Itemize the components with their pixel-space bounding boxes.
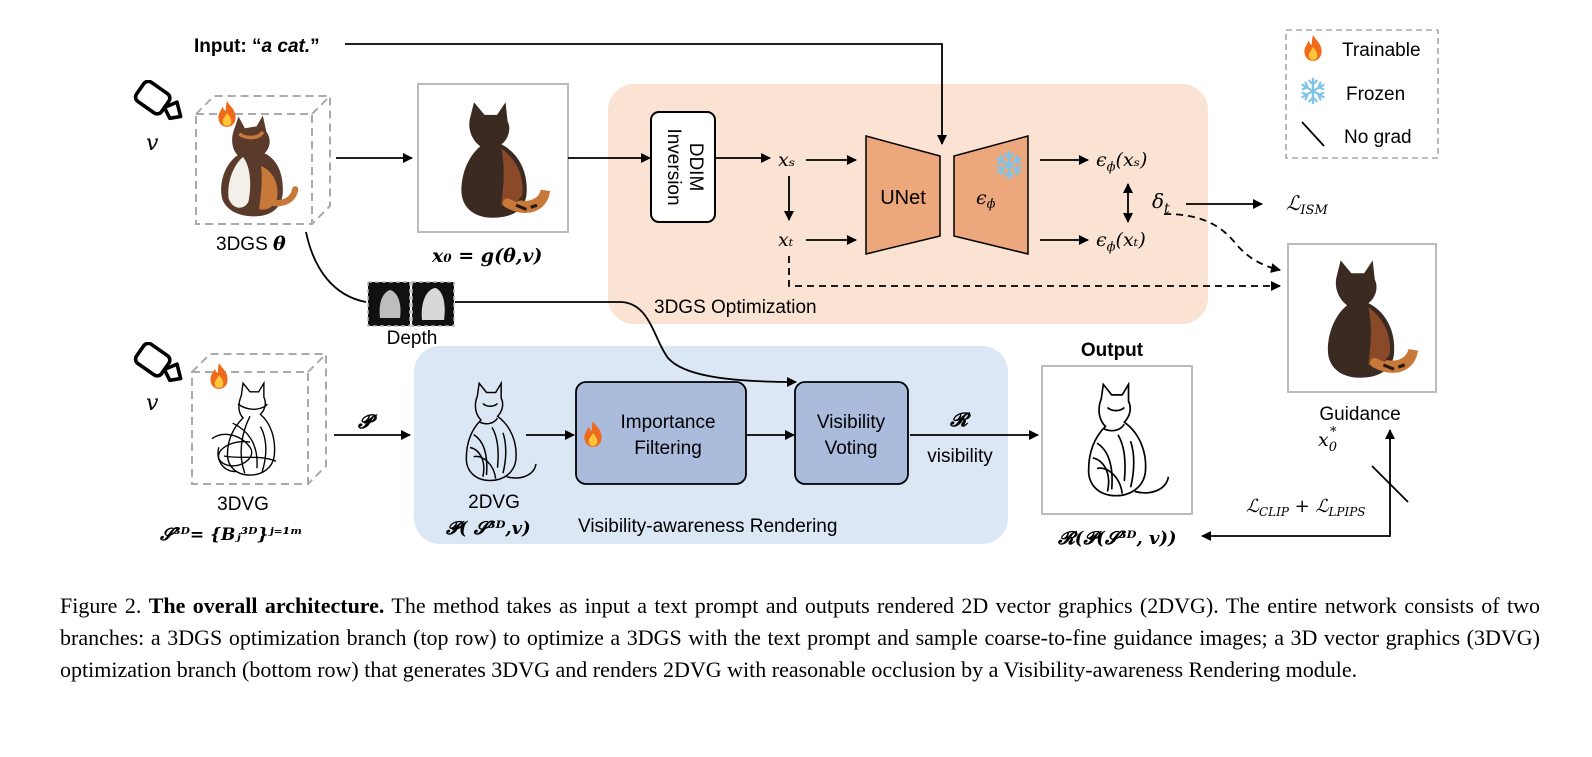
3dgs-trainable-flame-icon xyxy=(218,101,236,127)
guidance-label: Guidance xyxy=(1319,404,1400,425)
3dvg-trainable-flame-icon xyxy=(210,363,228,389)
input-arrow xyxy=(345,43,947,145)
eps-xt-label: ϵϕ(xₜ) xyxy=(1096,229,1146,255)
eps-xs-label: ϵϕ(xₛ) xyxy=(1096,149,1147,175)
input-prompt: Input: “a cat.” xyxy=(194,36,320,57)
delta-to-guidance-dashed-arrow xyxy=(1163,213,1281,273)
2dvg-label: 2DVG xyxy=(468,492,520,513)
eps-phi-label: ϵϕ xyxy=(976,187,996,212)
delta-t-label: δt xyxy=(1152,189,1170,217)
output-frame xyxy=(1041,365,1193,515)
visibility-line1: Visibility xyxy=(817,412,886,433)
importance-filtering-box xyxy=(575,381,747,485)
3dgs-optimization-title: 3DGS Optimization xyxy=(654,297,817,318)
caption-body: The method takes as input a text prompt … xyxy=(60,593,1540,682)
depth-maps xyxy=(367,281,455,327)
3dvg-set-equation: 𝓢³ᴰ= {Bⱼ³ᴰ}ʲ⁼¹ᵐ xyxy=(159,525,302,545)
figure-caption: Figure 2. The overall architecture. The … xyxy=(60,590,1540,686)
ddim-line1: DDIM xyxy=(685,143,706,192)
3dvg-cube xyxy=(191,353,327,485)
x0-equation: x₀ = g(θ,v) xyxy=(431,245,542,267)
3dgs-color-cat-image xyxy=(221,116,295,217)
legend-no-grad: No grad xyxy=(1344,127,1412,148)
importance-line2: Filtering xyxy=(634,438,702,459)
3dgs-to-depth-curve xyxy=(305,231,367,303)
projection-p-label: 𝓟 xyxy=(358,411,378,433)
output-label: Output xyxy=(1081,340,1144,361)
importance-line1: Importance xyxy=(620,412,715,433)
xs-label: xₛ xyxy=(778,149,795,171)
ism-loss-label: ℒISM xyxy=(1286,191,1328,218)
3dvg-label: 3DVG xyxy=(217,494,269,515)
guidance-to-output-loss-arrow xyxy=(1201,432,1391,541)
clip-lpips-loss-label: ℒCLIP + ℒLPIPS xyxy=(1246,496,1366,519)
2dvg-equation: 𝓟( 𝓢³ᴰ,v) xyxy=(446,518,531,539)
3dvg-tangled-cat-image xyxy=(211,382,277,476)
camera-icon-bottom xyxy=(132,342,183,383)
caption-figure-number: Figure 2. xyxy=(60,593,142,618)
unet-label: UNet xyxy=(880,187,926,209)
view-v-top: v xyxy=(146,131,159,156)
3dgs-cube xyxy=(195,95,331,225)
legend: Trainable Frozen No grad xyxy=(1285,29,1439,159)
visibility-voting-box xyxy=(794,381,909,485)
trainable-flame-icon xyxy=(1304,35,1322,61)
camera-icon xyxy=(132,80,183,121)
3dgs-label: 3DGS θ xyxy=(216,233,286,255)
ddim-line2: Inversion xyxy=(663,128,684,205)
no-grad-slash-icon xyxy=(1301,121,1325,147)
visibility-word: visibility xyxy=(927,446,993,467)
render-r-label: 𝓡 xyxy=(949,409,972,431)
legend-trainable: Trainable xyxy=(1342,40,1421,61)
frozen-snowflake-icon xyxy=(1301,77,1325,105)
caption-title: The overall architecture. xyxy=(148,593,385,618)
depth-to-visibility-arrow xyxy=(455,301,797,387)
visibility-rendering-title: Visibility-awareness Rendering xyxy=(578,516,837,537)
unet-encoder xyxy=(865,135,941,255)
depth-label: Depth xyxy=(387,328,438,349)
legend-frozen: Frozen xyxy=(1346,84,1405,105)
guidance-x0-star: x0* xyxy=(1318,425,1337,455)
visibility-line2: Voting xyxy=(825,438,878,459)
xt-label: xₜ xyxy=(778,229,794,251)
unet-decoder xyxy=(953,135,1029,255)
view-v-bottom: v xyxy=(146,391,159,416)
xt-to-guidance-dashed-arrow xyxy=(788,256,1281,291)
output-equation: 𝓡(𝓟(𝓢³ᴰ, v)) xyxy=(1057,528,1177,549)
loss-no-grad-slash xyxy=(1371,465,1409,503)
ddim-inversion-box xyxy=(650,111,716,223)
